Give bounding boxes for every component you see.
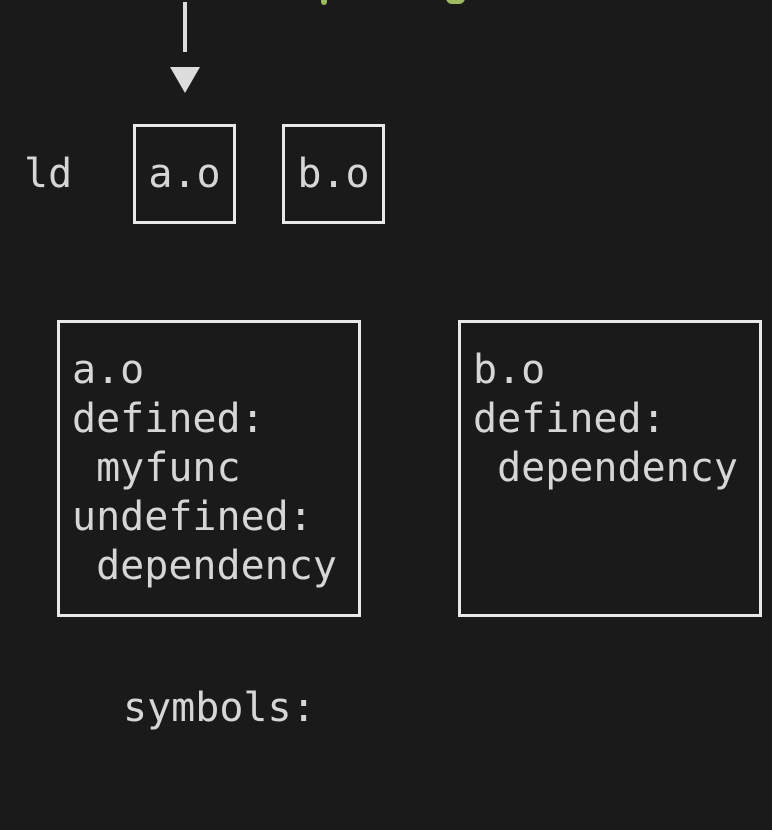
object-file-label: b.o bbox=[297, 151, 370, 197]
symbol-table-line: dependency bbox=[473, 445, 738, 491]
down-arrow-icon bbox=[170, 67, 200, 93]
object-file-box-b: b.o bbox=[282, 124, 385, 224]
linker-label: ld bbox=[24, 151, 73, 197]
symbol-table-line: dependency bbox=[72, 543, 337, 589]
object-file-label: a.o bbox=[148, 151, 221, 197]
down-arrow-shaft bbox=[183, 2, 187, 52]
symbol-table-line: myfunc bbox=[72, 445, 241, 491]
symbol-table-line: a.o bbox=[72, 347, 145, 393]
object-file-box-a: a.o bbox=[133, 124, 236, 224]
symbol-table-a: a.o defined: myfunc undefined: dependenc… bbox=[57, 320, 361, 617]
symbol-table-line: b.o bbox=[473, 347, 546, 393]
symbols-label: symbols: bbox=[123, 685, 316, 731]
symbol-table-line: defined: bbox=[473, 396, 666, 442]
clipped-green-text-fragment bbox=[446, 0, 465, 4]
symbol-table-b: b.o defined: dependency bbox=[458, 320, 762, 617]
symbol-table-line: defined: bbox=[72, 396, 265, 442]
symbol-table-line: undefined: bbox=[72, 494, 313, 540]
clipped-green-text-fragment bbox=[321, 0, 327, 5]
